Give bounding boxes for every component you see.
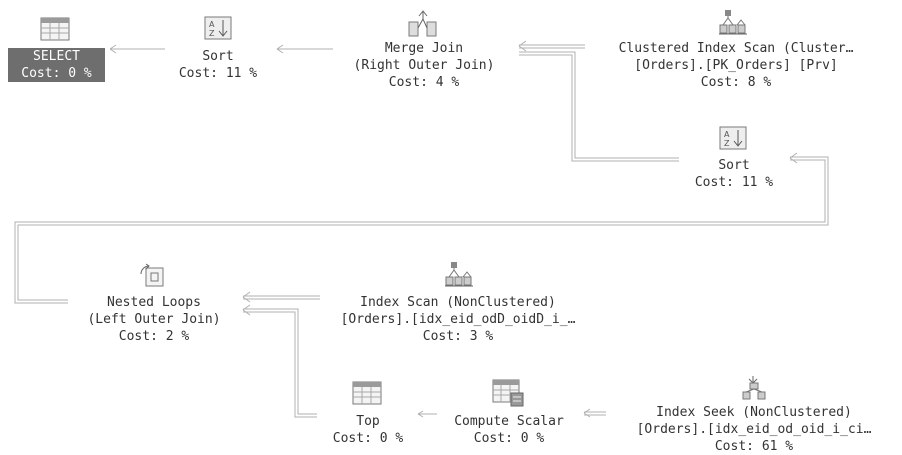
plan-node-sort[interactable]: Sort Cost: 11 % [166, 48, 270, 82]
node-title: Sort [202, 49, 234, 64]
node-cost: Cost: 11 % [694, 175, 774, 190]
node-cost: Cost: 11 % [178, 66, 258, 81]
index-seek-icon [742, 376, 766, 400]
node-cost: Cost: 0 % [473, 431, 545, 446]
index-scan-icon [445, 262, 473, 287]
sort-icon: A Z [719, 126, 747, 150]
svg-text:A: A [209, 20, 215, 29]
node-subtitle: (Right Outer Join) [353, 58, 495, 73]
node-cost: Cost: 2 % [118, 329, 190, 344]
arrow-seek-to-compute [584, 411, 606, 416]
plan-node-nested-loops[interactable]: Nested Loops (Left Outer Join) Cost: 2 % [70, 294, 238, 345]
arrow-indexscan-to-loops [243, 295, 320, 300]
node-object: [Orders].[PK_Orders] [Prv] [634, 58, 838, 73]
arrow-top-to-loops [243, 308, 317, 418]
node-cost: Cost: 0 % [332, 431, 404, 446]
arrow-loops-to-sort2 [14, 156, 829, 304]
node-object: [Orders].[idx_eid_od_oid_i_ci… [636, 422, 872, 437]
node-cost: Cost: 0 % [8, 65, 105, 82]
svg-text:Z: Z [724, 139, 730, 148]
node-title: Index Seek (NonClustered) [656, 405, 852, 420]
plan-node-top[interactable]: Top Cost: 0 % [320, 413, 416, 447]
node-cost: Cost: 8 % [700, 75, 772, 90]
node-title: Nested Loops [107, 295, 201, 310]
node-cost: Cost: 4 % [388, 75, 460, 90]
node-subtitle: (Left Outer Join) [87, 312, 221, 327]
node-cost: Cost: 3 % [422, 329, 494, 344]
plan-node-merge-join[interactable]: Merge Join (Right Outer Join) Cost: 4 % [337, 40, 511, 91]
merge-join-icon [408, 10, 437, 37]
node-title: Index Scan (NonClustered) [360, 295, 556, 310]
plan-node-compute-scalar[interactable]: Compute Scalar Cost: 0 % [439, 413, 579, 447]
node-title: Merge Join [384, 41, 464, 56]
plan-node-index-scan[interactable]: Index Scan (NonClustered) [Orders].[idx_… [313, 294, 603, 345]
select-icon [40, 17, 70, 41]
sort-icon: A Z [204, 16, 232, 40]
node-title: Compute Scalar [454, 414, 564, 429]
plan-node-select[interactable]: SELECT Cost: 0 % [8, 48, 105, 82]
node-title: Clustered Index Scan (Cluster… [618, 41, 854, 56]
plan-node-sort-2[interactable]: Sort Cost: 11 % [682, 157, 786, 191]
plan-node-index-seek[interactable]: Index Seek (NonClustered) [Orders].[idx_… [608, 404, 900, 455]
svg-text:A: A [724, 130, 730, 139]
node-title: Top [356, 414, 380, 429]
node-title: SELECT [8, 48, 105, 65]
arrow-sort2-to-merge [519, 51, 679, 162]
compute-scalar-icon [492, 379, 524, 407]
nested-loops-icon [140, 263, 164, 287]
node-object: [Orders].[idx_eid_odD_oidD_i_… [340, 312, 576, 327]
plan-node-clustered-index-scan[interactable]: Clustered Index Scan (Cluster… [Orders].… [589, 40, 883, 91]
top-icon [352, 381, 382, 405]
node-title: Sort [718, 158, 750, 173]
clustered-index-scan-icon [719, 10, 747, 35]
node-cost: Cost: 61 % [714, 439, 794, 454]
svg-text:Z: Z [209, 29, 215, 38]
arrow-clustered-to-merge [519, 44, 585, 49]
